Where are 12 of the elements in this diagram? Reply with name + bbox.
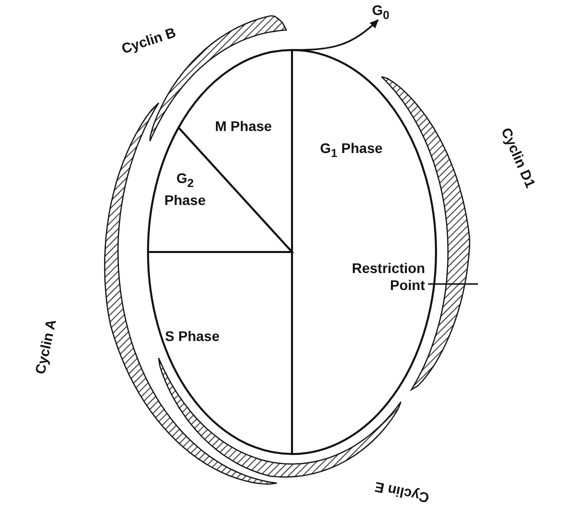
phase-label: S Phase [165, 328, 220, 345]
phase-label: G$_{1}$ Phase [320, 140, 383, 162]
phase-label: G$_{2}$ Phase [163, 170, 207, 209]
arrow [294, 19, 379, 51]
pie-sector [147, 251, 293, 455]
cyclin-label: Cyclin E [372, 478, 431, 508]
phase-label: M Phase [215, 118, 272, 135]
restriction-point-label: Restriction Point [350, 260, 425, 294]
phase-label: G$_{0}$ [372, 2, 390, 24]
cyclin-label: Cyclin D1 [497, 124, 540, 190]
cyclin-label: Cyclin A [30, 318, 60, 376]
cyclin-label: Cyclin B [119, 23, 178, 58]
